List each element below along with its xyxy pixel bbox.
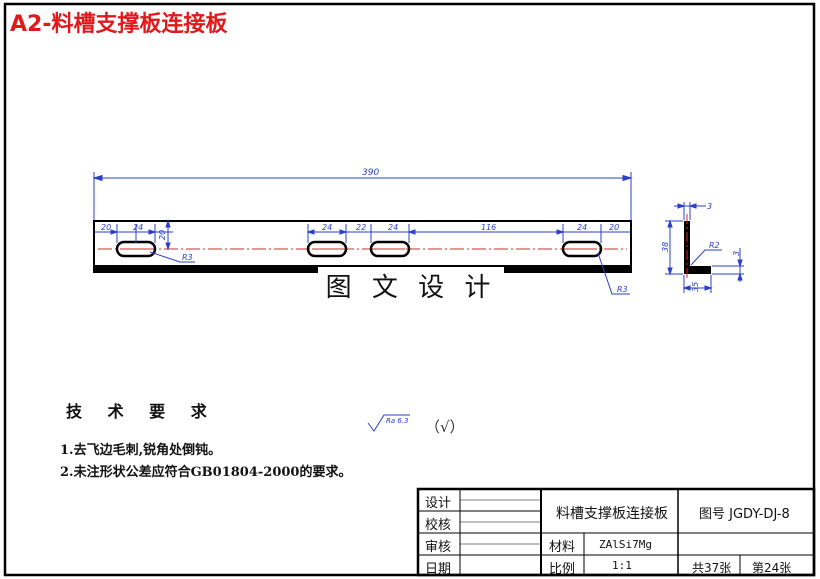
tb-scale: 1:1 — [612, 559, 632, 572]
roughness-value: Ra 6.3 — [386, 417, 409, 425]
tb-material: ZAlSi7Mg — [599, 538, 652, 551]
tech-requirements-heading: 技 术 要 求 — [66, 402, 217, 421]
dim-24-a: 24 — [133, 223, 143, 232]
plate-bottom-flange-mid — [318, 265, 504, 267]
dim-20-vertical: 20 — [158, 230, 167, 240]
dim-20-left: 20 — [101, 223, 111, 232]
slot-4 — [561, 240, 603, 258]
dim-r3-left: R3 — [182, 253, 193, 262]
watermark-text: 图 文 设 计 — [318, 268, 504, 308]
side-view: 3 38 R2 3 35 — [661, 202, 744, 293]
dim-side-r2: R2 — [709, 241, 720, 250]
plate-bottom-flange-right — [504, 265, 631, 272]
dim-22: 22 — [356, 223, 366, 232]
roughness-symbol — [367, 414, 410, 432]
front-view: 390 — [92, 168, 633, 295]
l-profile — [684, 221, 711, 274]
tb-date-label: 日期 — [425, 562, 452, 577]
tb-sheets: 共37张 — [692, 561, 732, 575]
dim-side-w35: 35 — [691, 282, 700, 292]
dim-20-right: 20 — [609, 223, 619, 232]
dim-24-d: 24 — [577, 223, 587, 232]
tech-requirement-item: 2.未注形状公差应符合GB01804-2000的要求。 — [60, 465, 352, 480]
slot-3 — [369, 240, 411, 258]
tb-scale-label: 比例 — [549, 562, 576, 577]
dim-24-b: 24 — [322, 223, 332, 232]
sheet-border — [3, 2, 816, 577]
dim-390-label: 390 — [362, 168, 379, 178]
dim-side-3: 3 — [732, 251, 741, 256]
dim-116: 116 — [481, 223, 496, 232]
dim-r3-right: R3 — [617, 285, 628, 294]
drawing-title: A2-料槽支撑板连接板 — [10, 12, 228, 37]
tb-check-label: 校核 — [425, 518, 452, 533]
dim-chain — [94, 219, 631, 251]
tb-drawing-no: 图号 JGDY-DJ-8 — [699, 507, 790, 522]
dim-overall — [92, 172, 633, 220]
dim-side-t3: 3 — [707, 202, 712, 211]
tb-review-label: 审核 — [425, 540, 452, 555]
tb-part-name: 料槽支撑板连接板 — [556, 506, 668, 522]
tb-design-label: 设计 — [425, 496, 452, 511]
radius-leaders — [149, 251, 630, 295]
r2-leader — [690, 249, 722, 266]
plate-bottom-flange-left — [94, 265, 318, 272]
title-block-grid — [416, 487, 816, 577]
tb-sheet-no: 第24张 — [752, 561, 792, 575]
dim-24-c: 24 — [388, 223, 398, 232]
dim-side-h38: 38 — [661, 242, 670, 252]
tech-requirement-item: 1.去飞边毛刺,锐角处倒钝。 — [60, 443, 222, 458]
roughness-note: （√） — [425, 418, 465, 436]
slot-2 — [306, 240, 348, 258]
tb-material-label: 材料 — [549, 540, 576, 555]
